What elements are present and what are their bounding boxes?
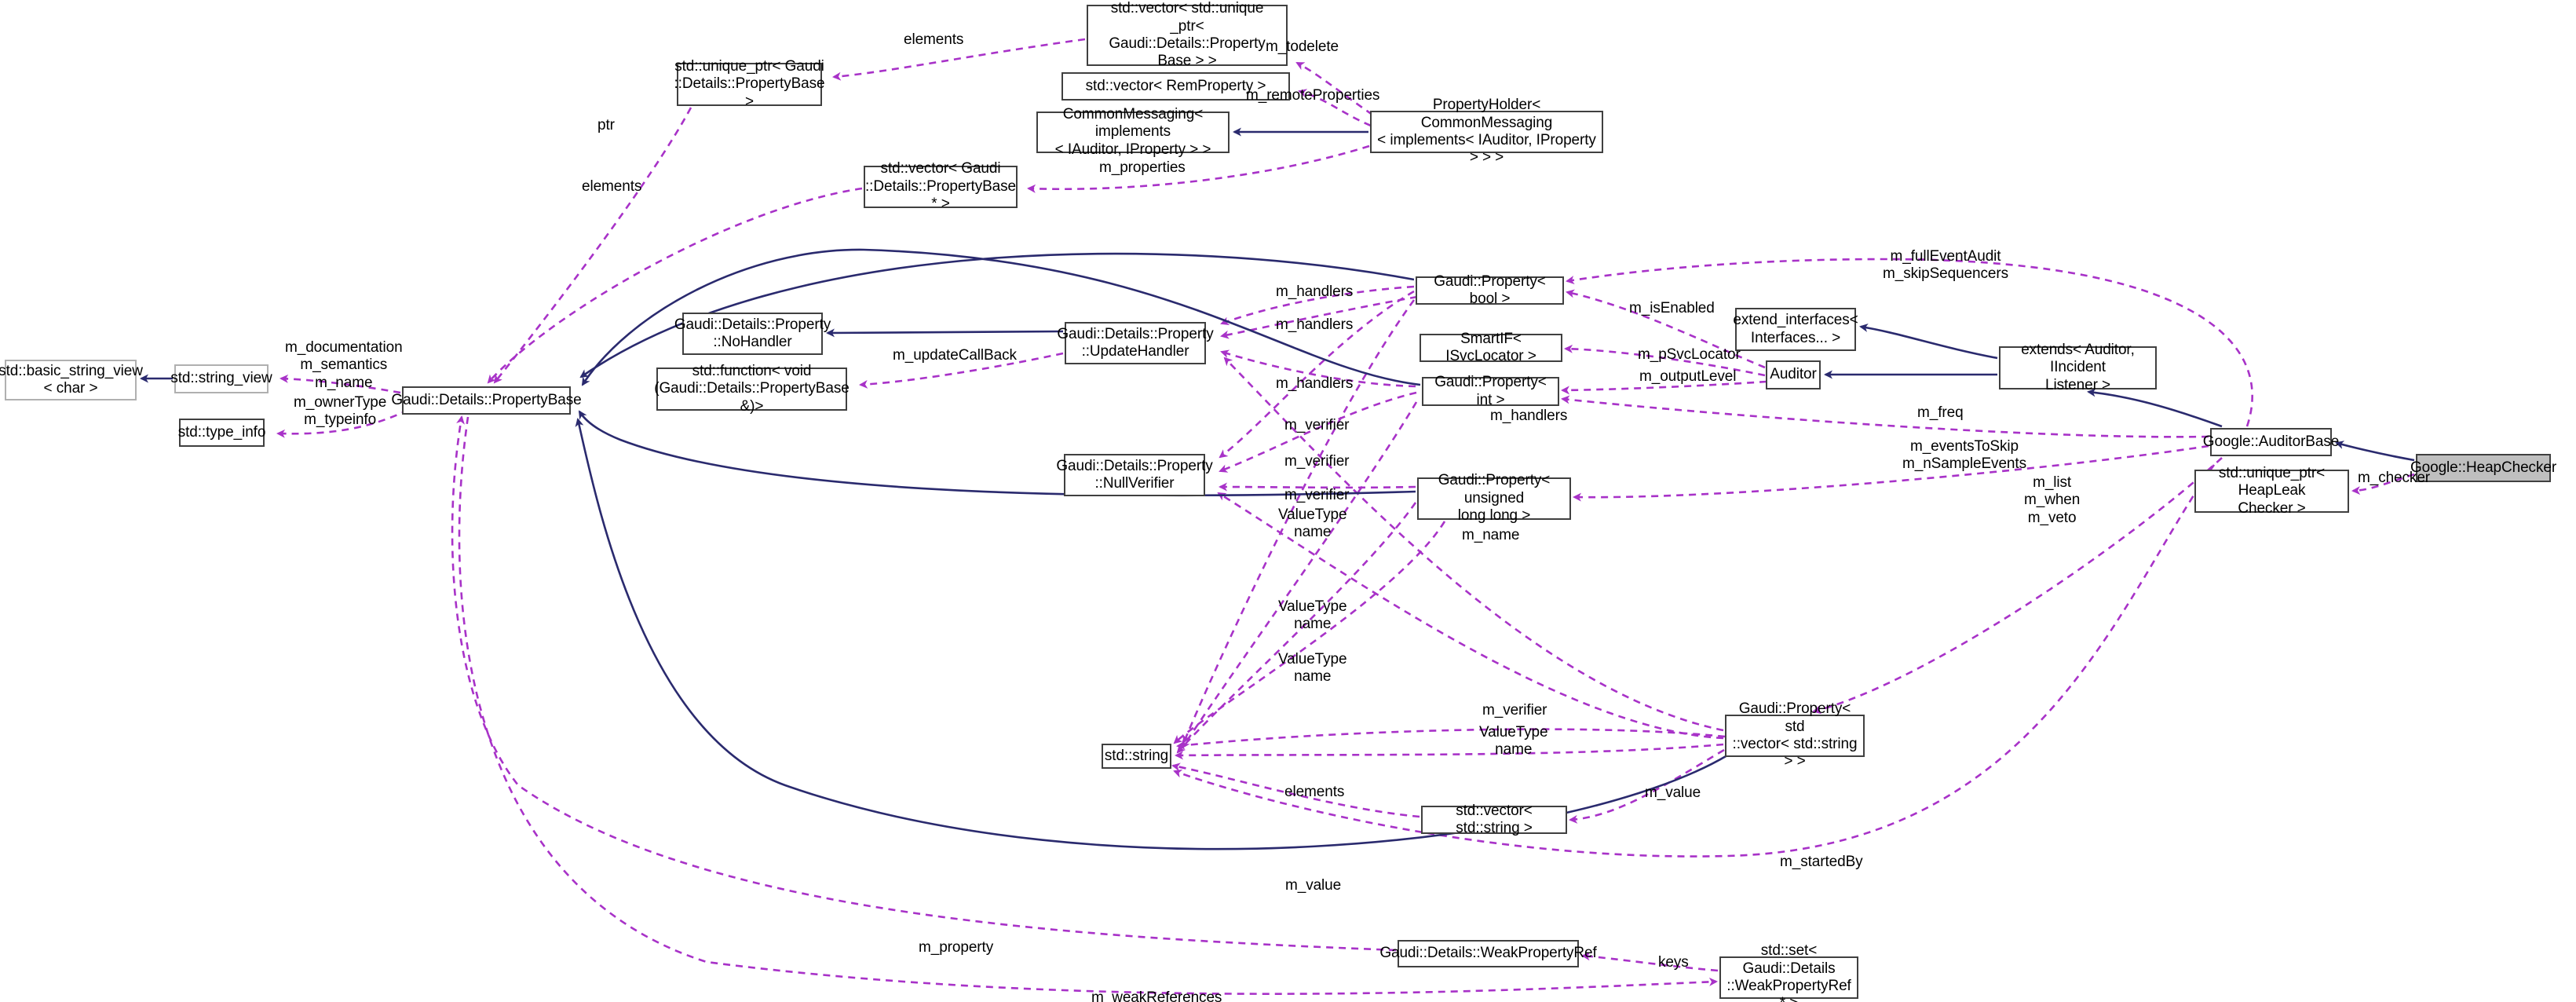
- edge-label-lbl_property: m_property: [919, 939, 994, 956]
- class-node-nohandler[interactable]: Gaudi::Details::Property ::NoHandler: [674, 313, 831, 355]
- class-node-nullverifier[interactable]: Gaudi::Details::Property ::NullVerifier: [1056, 454, 1213, 496]
- class-node-heapchecker[interactable]: Google::HeapChecker: [2410, 454, 2556, 482]
- edge-label-lbl_verifier_3: m_verifier: [1284, 487, 1350, 503]
- edge-label-lbl_remoteproperties: m_remoteProperties: [1246, 87, 1380, 104]
- edge-label-lbl_handlers_4: m_handlers: [1490, 408, 1568, 424]
- class-node-updatehandler[interactable]: Gaudi::Details::Property ::UpdateHandler: [1057, 322, 1214, 364]
- class-node-smartif_isvclocator[interactable]: SmartIF< ISvcLocator >: [1420, 331, 1562, 364]
- edge-label-lbl_name: m_name: [1462, 527, 1520, 543]
- class-node-uniqptr_pb[interactable]: std::unique_ptr< Gaudi ::Details::Proper…: [674, 57, 825, 110]
- edge-label-lbl_weakreferences: m_weakReferences: [1091, 989, 1222, 1002]
- class-node-auditorbase[interactable]: Google::AuditorBase: [2203, 428, 2339, 456]
- class-node-basic_string_view[interactable]: std::basic_string_view < char >: [0, 360, 143, 400]
- edge-label-lbl_valuetype_1: ValueType name: [1278, 506, 1347, 541]
- class-node-commonmessaging[interactable]: CommonMessaging< implements < IAuditor, …: [1036, 106, 1230, 158]
- edge-label-lbl_value_2: m_value: [1285, 877, 1342, 894]
- class-node-type_info[interactable]: std::type_info: [178, 419, 265, 447]
- edge-label-lbl_freq: m_freq: [1917, 404, 1964, 421]
- edge-label-lbl_startedby: m_startedBy: [1780, 854, 1863, 870]
- edge-label-lbl_isenabled: m_isEnabled: [1629, 300, 1715, 316]
- edge-label-lbl_todelete: m_todelete: [1266, 38, 1339, 55]
- class-node-vec_remproperty[interactable]: std::vector< RemProperty >: [1061, 72, 1290, 101]
- edge-label-lbl_valuetype_2: ValueType name: [1278, 598, 1347, 633]
- edge-label-lbl_elements_top: elements: [904, 31, 964, 48]
- class-node-extends_auditor[interactable]: extends< Auditor, IIncident Listener >: [1999, 342, 2157, 393]
- edge-label-lbl_handlers_3: m_handlers: [1276, 375, 1354, 392]
- edge-label-lbl_psvclocator: m_pSvcLocator: [1638, 346, 1741, 363]
- class-node-set_weakpropertyref[interactable]: std::set< Gaudi::Details ::WeakPropertyR…: [1719, 942, 1858, 1002]
- class-node-std_function[interactable]: std::function< void (Gaudi::Details::Pro…: [654, 362, 850, 415]
- class-node-property_base[interactable]: Gaudi::Details::PropertyBase: [391, 386, 582, 415]
- class-node-prop_int[interactable]: Gaudi::Property< int >: [1422, 374, 1559, 408]
- edge-label-lbl_elements_2: elements: [582, 178, 642, 195]
- class-node-prop_vec_string[interactable]: Gaudi::Property< std ::vector< std::stri…: [1725, 700, 1865, 770]
- edge-label-lbl_keys: keys: [1658, 954, 1689, 971]
- class-node-weakpropertyref[interactable]: Gaudi::Details::WeakPropertyRef: [1379, 940, 1597, 967]
- edge-label-lbl_valuetype_4: ValueType name: [1479, 724, 1548, 759]
- class-node-vec_pb_ptr[interactable]: std::vector< Gaudi ::Details::PropertyBa…: [864, 160, 1018, 213]
- edge-label-lbl_eventstoskip: m_eventsToSkip m_nSampleEvents: [1902, 438, 2026, 473]
- edge-label-lbl_verifier_4: m_verifier: [1482, 702, 1547, 719]
- edge-label-lbl_value_1: m_value: [1645, 784, 1701, 801]
- edge-label-lbl_handlers_1: m_handlers: [1276, 283, 1354, 300]
- edge-label-lbl_verifier_2: m_verifier: [1284, 453, 1350, 470]
- class-node-prop_bool[interactable]: Gaudi::Property< bool >: [1416, 273, 1564, 307]
- edge-label-lbl_list_when_veto: m_list m_when m_veto: [2024, 474, 2081, 526]
- class-node-propertyholder[interactable]: PropertyHolder< CommonMessaging < implem…: [1370, 97, 1603, 166]
- edge-label-lbl_properties: m_properties: [1099, 159, 1186, 176]
- class-node-string_view[interactable]: std::string_view: [170, 364, 272, 393]
- edge-label-lbl_verifier_1: m_verifier: [1284, 417, 1350, 433]
- edge-label-lbl_ownertype: m_ownerType m_typeinfo: [294, 394, 387, 429]
- edge-label-lbl_elements_3: elements: [1284, 784, 1345, 800]
- class-node-prop_ull[interactable]: Gaudi::Property< unsigned long long >: [1417, 472, 1571, 524]
- edge-label-lbl_outputlevel: m_outputLevel: [1639, 368, 1737, 385]
- edge-label-lbl_valuetype_3: ValueType name: [1278, 651, 1347, 686]
- class-node-uniqptr_heapleak[interactable]: std::unique_ptr< HeapLeak Checker >: [2194, 465, 2349, 517]
- edge-label-lbl_fulleventaudit: m_fullEventAudit m_skipSequencers: [1883, 248, 2008, 283]
- edge-label-lbl_handlers_2: m_handlers: [1276, 316, 1354, 333]
- edge-label-lbl_ptr: ptr: [597, 117, 615, 133]
- class-node-std_string[interactable]: std::string: [1102, 744, 1171, 769]
- class-node-extend_interfaces[interactable]: extend_interfaces< Interfaces... >: [1733, 308, 1858, 351]
- edge-label-lbl_documentation: m_documentation m_semantics m_name: [285, 339, 403, 391]
- class-node-auditor[interactable]: Auditor: [1766, 360, 1821, 389]
- class-node-vec_uniqptr_pb[interactable]: std::vector< std::unique _ptr< Gaudi::De…: [1087, 0, 1288, 69]
- edge-label-lbl_updatecallback: m_updateCallBack: [893, 347, 1017, 364]
- class-node-vec_string[interactable]: std::vector< std::string >: [1421, 803, 1567, 836]
- edge-label-lbl_checker: m_checker: [2358, 470, 2431, 486]
